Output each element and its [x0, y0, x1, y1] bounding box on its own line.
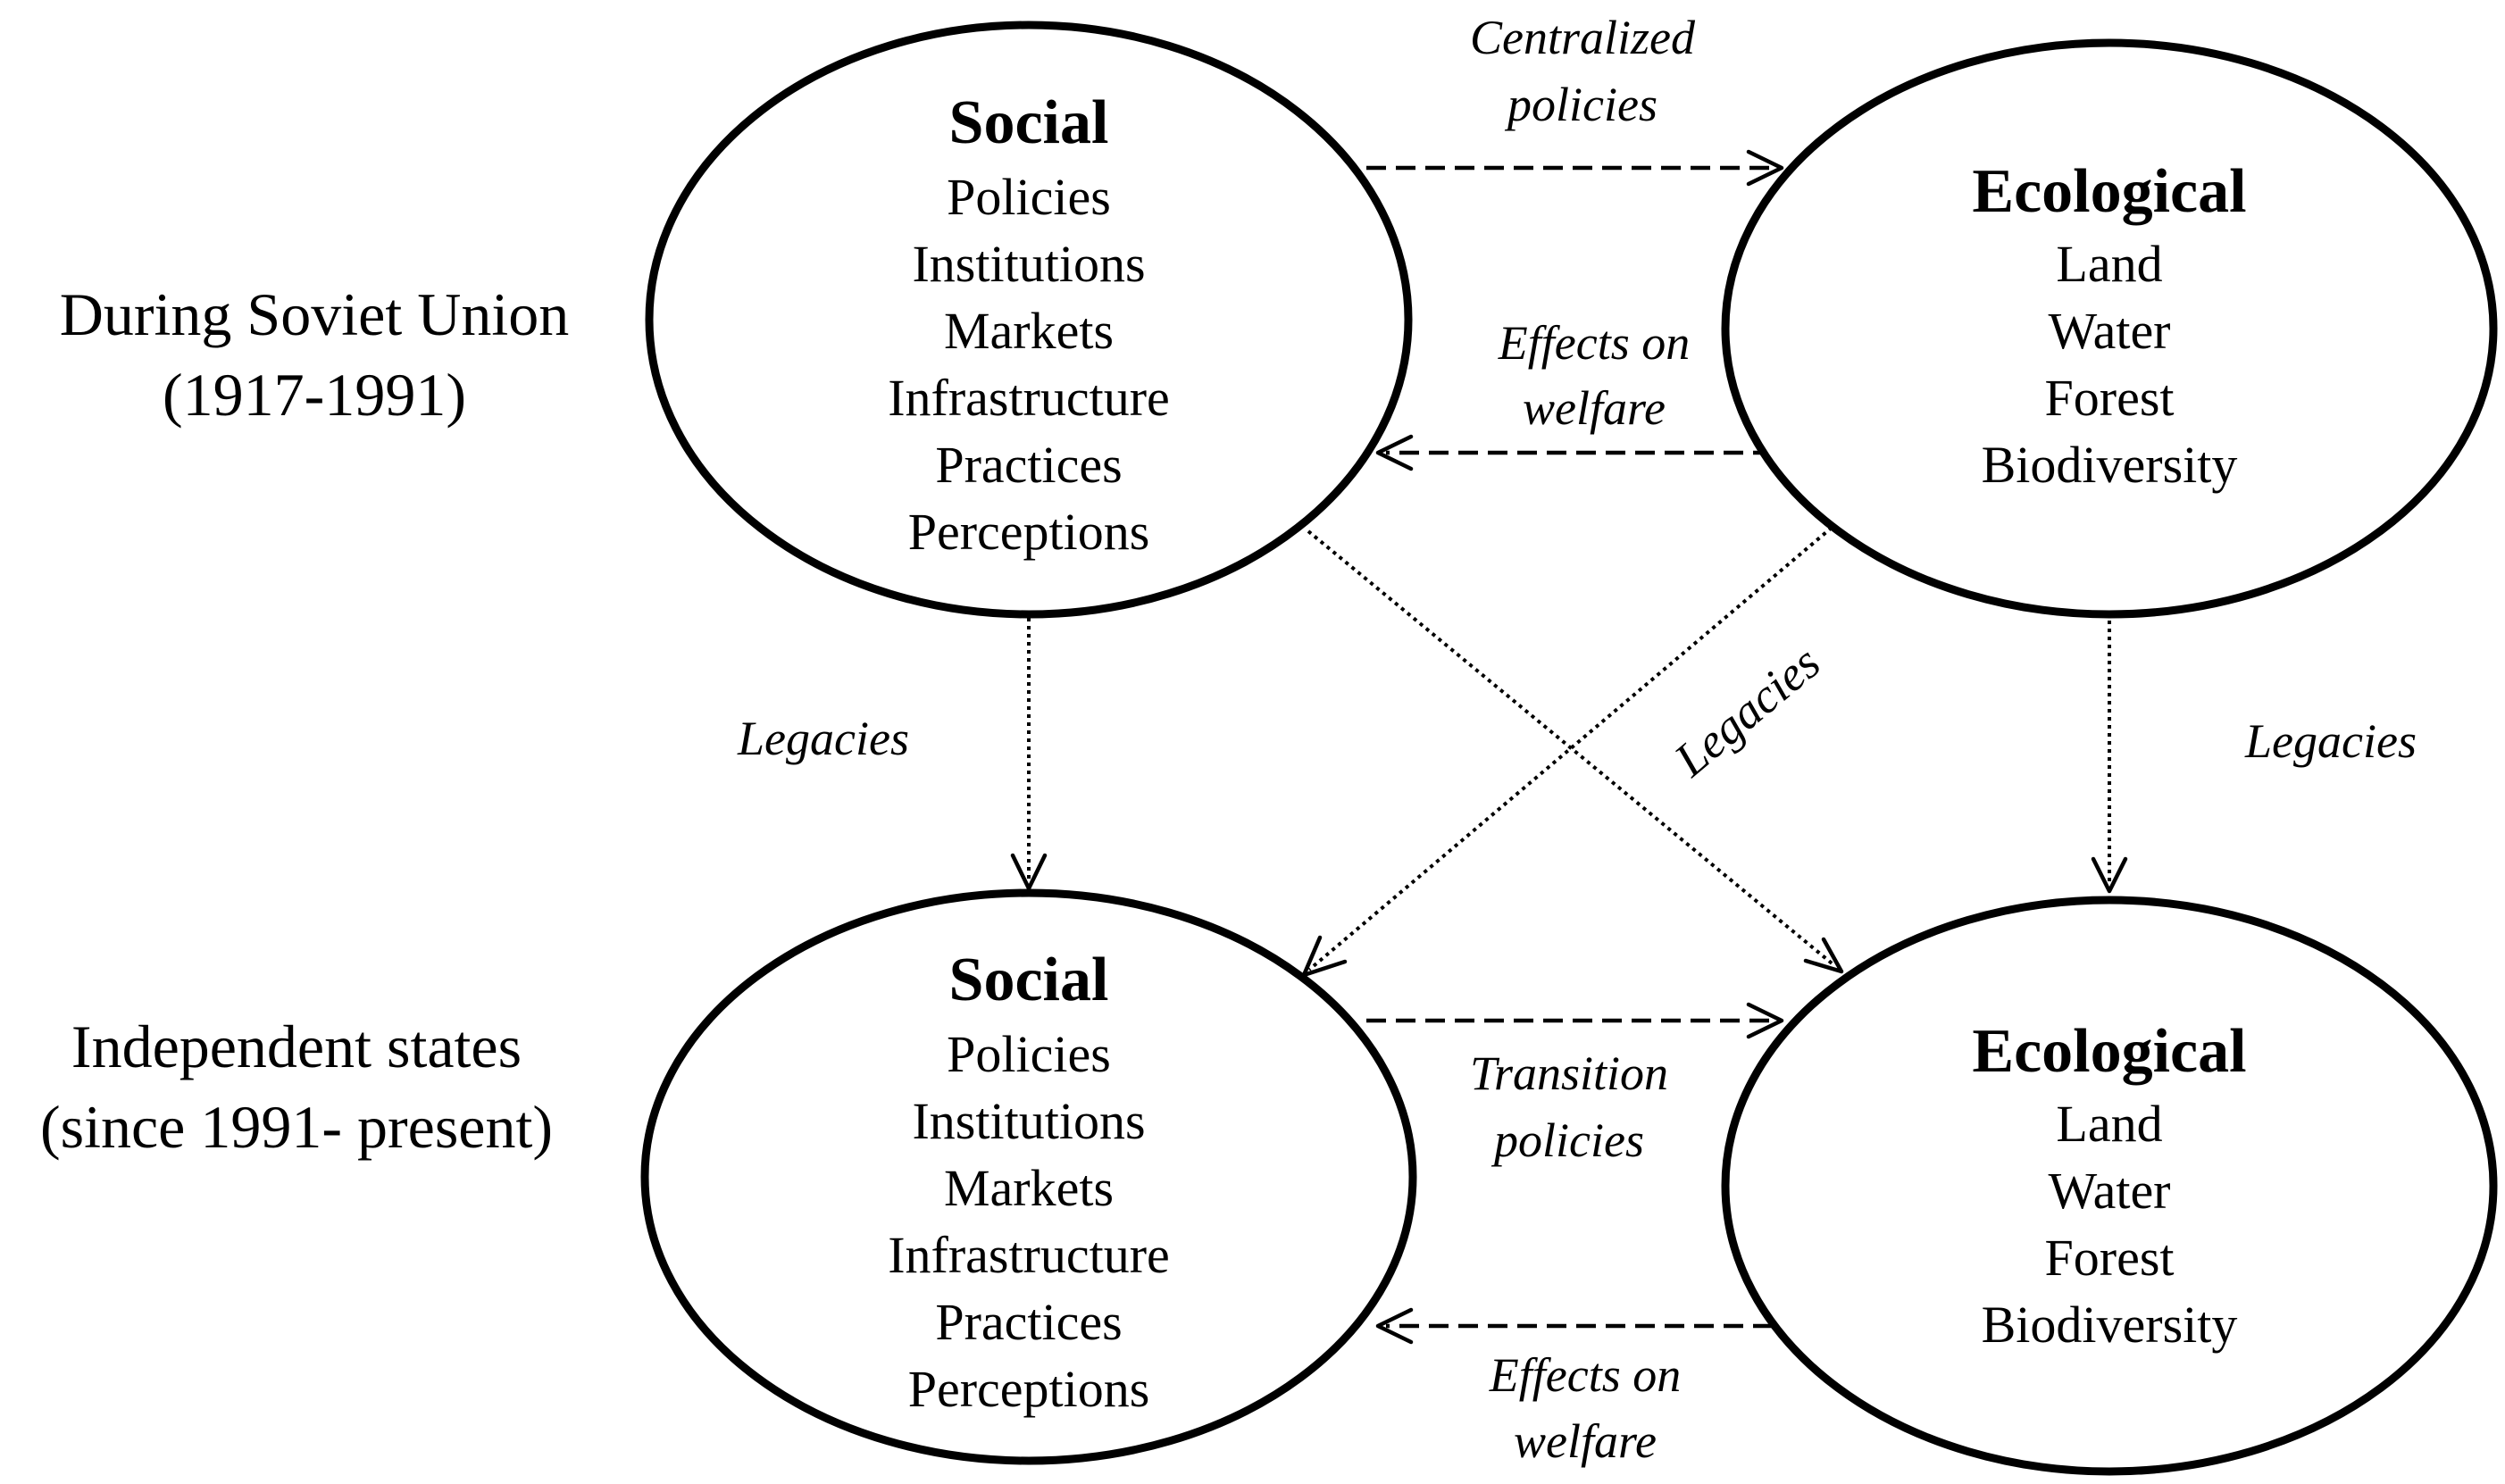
social-bottom-title: Social [949, 946, 1109, 1014]
ecological-bottom-item: Biodiversity [1982, 1296, 2238, 1354]
ecological-top-ellipse [1721, 38, 2498, 619]
edge-label-transition-policies-line-1: Transition [1470, 1046, 1668, 1100]
edge-label-effects-welfare-bottom: Effects on welfare [1489, 1348, 1681, 1468]
edge-label-centralized-policies-line-1: Centralized [1470, 11, 1696, 64]
era-label-soviet: During Soviet Union (1917-1991) [60, 280, 569, 429]
edge-label-effects-welfare-top-line-1: Effects on [1498, 316, 1690, 370]
arrow-legacies-ecological-head [2091, 856, 2128, 894]
social-top-item: Institutions [912, 235, 1145, 293]
arrow-effects-welfare-top-head [1375, 434, 1414, 471]
node-ecological-bottom: Ecological Land Water Forest Biodiversit… [1721, 896, 2498, 1476]
ecological-bottom-item: Forest [2045, 1229, 2175, 1287]
edge-label-legacies-right: Legacies [2244, 714, 2417, 768]
ecological-top-item: Water [2048, 302, 2170, 360]
era-label-independent: Independent states (since 1991- present) [40, 1013, 553, 1161]
social-top-item: Policies [947, 168, 1111, 226]
arrow-legacies-social-head [1010, 853, 1048, 891]
node-ecological-top: Ecological Land Water Forest Biodiversit… [1721, 38, 2498, 619]
social-bottom-item: Policies [947, 1025, 1111, 1083]
social-bottom-ellipse [640, 888, 1417, 1465]
era-label-soviet-line-1: During Soviet Union [60, 280, 569, 348]
social-bottom-item: Practices [935, 1293, 1122, 1351]
edge-label-legacies-left: Legacies [737, 712, 909, 765]
social-bottom-item: Institutions [912, 1092, 1145, 1150]
edge-label-legacies-center: Legacies [1664, 636, 1830, 788]
edge-label-effects-welfare-top: Effects on welfare [1498, 316, 1690, 435]
era-label-independent-line-1: Independent states [71, 1013, 522, 1080]
era-label-soviet-line-2: (1917-1991) [163, 361, 466, 429]
social-top-item: Markets [944, 302, 1114, 360]
arrow-transition-policies-head [1746, 1002, 1784, 1039]
ecological-top-title: Ecological [1972, 157, 2246, 226]
ecological-bottom-item: Water [2048, 1162, 2170, 1220]
edge-label-centralized-policies-line-2: policies [1504, 78, 1657, 131]
edge-label-centralized-policies: Centralized policies [1470, 11, 1696, 131]
social-bottom-item: Perceptions [908, 1360, 1150, 1418]
social-top-ellipse [645, 21, 1413, 619]
arrow-centralized-policies-head [1746, 149, 1784, 187]
era-label-independent-line-2: (since 1991- present) [40, 1093, 553, 1161]
arrow-legacies-diagonal-ecological-to-social [1307, 521, 1840, 971]
social-bottom-item: Markets [944, 1159, 1114, 1217]
ecological-bottom-ellipse [1721, 896, 2498, 1476]
node-social-bottom: Social Policies Institutions Markets Inf… [640, 888, 1417, 1465]
edge-label-effects-welfare-bottom-line-2: welfare [1514, 1414, 1657, 1468]
edge-label-transition-policies-line-2: policies [1490, 1113, 1644, 1167]
ecological-bottom-title: Ecological [1972, 1017, 2246, 1086]
social-top-title: Social [949, 88, 1109, 157]
node-social-top: Social Policies Institutions Markets Inf… [645, 21, 1413, 619]
social-top-item: Practices [935, 436, 1122, 494]
arrow-legacies-diagonal-social-to-ecological [1307, 529, 1837, 968]
arrows [1010, 149, 2128, 1345]
ecological-top-item: Land [2056, 235, 2162, 293]
ecological-bottom-item: Land [2056, 1095, 2162, 1153]
social-top-item: Infrastructure [888, 369, 1170, 427]
edge-label-effects-welfare-top-line-2: welfare [1523, 381, 1666, 435]
social-bottom-item: Infrastructure [888, 1226, 1170, 1284]
edge-label-transition-policies: Transition policies [1470, 1046, 1668, 1167]
arrow-effects-welfare-bottom-head [1375, 1307, 1414, 1345]
social-top-item: Perceptions [908, 503, 1150, 561]
arrow-legacies-diagonal-social-to-ecological-head [1803, 937, 1844, 974]
ecological-top-item: Biodiversity [1982, 436, 2238, 494]
ecological-top-item: Forest [2045, 369, 2175, 427]
edge-label-effects-welfare-bottom-line-1: Effects on [1489, 1348, 1681, 1402]
